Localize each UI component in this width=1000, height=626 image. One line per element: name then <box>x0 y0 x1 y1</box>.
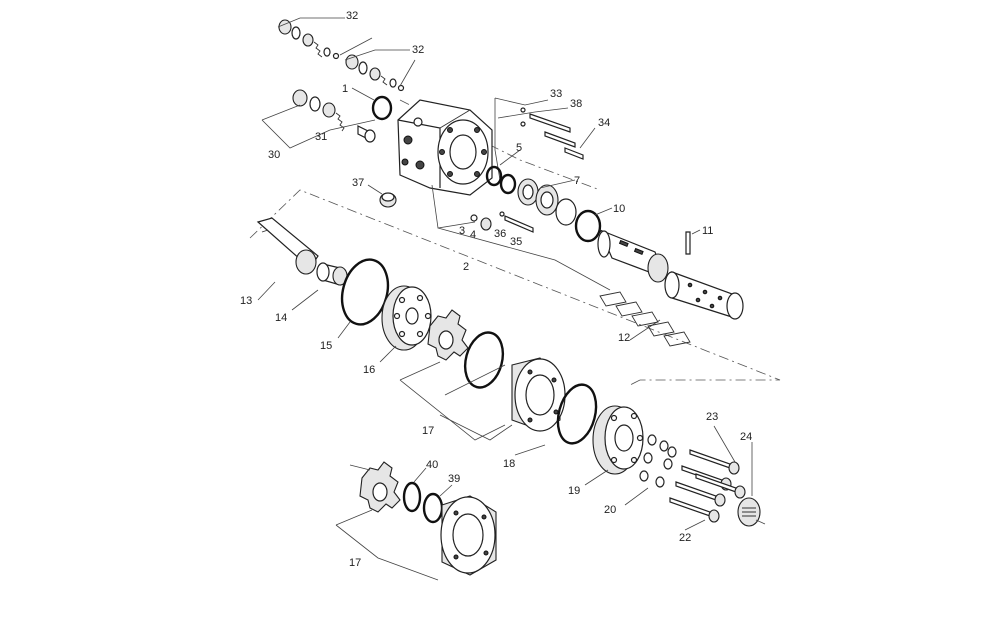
callout-17-upper: 17 <box>422 425 434 437</box>
o-ring-40 <box>402 467 427 513</box>
callout-36: 36 <box>494 228 506 240</box>
callout-20: 20 <box>604 504 616 516</box>
pin-11 <box>685 229 701 255</box>
spool-sleeve <box>597 228 669 283</box>
callout-24: 24 <box>740 431 752 443</box>
small-parts-3-4-35-36 <box>431 184 611 291</box>
callout-7: 7 <box>574 175 580 187</box>
callout-11: 11 <box>702 225 713 237</box>
main-housing <box>397 99 493 196</box>
ring-10 <box>574 207 613 243</box>
callout-18: 18 <box>503 458 515 470</box>
o-ring-upper <box>463 331 505 389</box>
callout-35: 35 <box>510 236 522 248</box>
callout-40: 40 <box>426 459 438 471</box>
valve-parts-30-31 <box>261 89 376 149</box>
callout-39: 39 <box>448 473 460 485</box>
o-ring-lower <box>556 383 598 445</box>
callout-4: 4 <box>470 229 476 241</box>
callout-22: 22 <box>679 532 691 544</box>
gear-rotor-upper <box>399 309 469 381</box>
callout-16: 16 <box>363 364 375 376</box>
plate-16 <box>379 285 432 363</box>
stator-lower <box>335 464 497 581</box>
centering-springs <box>599 291 691 347</box>
callout-19: 19 <box>568 485 580 497</box>
valve-parts-32-lower <box>344 49 416 92</box>
callout-38: 38 <box>570 98 582 110</box>
callout-10: 10 <box>613 203 625 215</box>
group-brackets <box>399 364 513 441</box>
plug-37 <box>367 184 397 208</box>
callout-13: 13 <box>240 295 252 307</box>
gear-rotor-lower <box>359 461 401 513</box>
callout-31: 31 <box>315 131 327 143</box>
drive-shaft-13 <box>256 217 319 301</box>
name-plate-24 <box>737 442 766 527</box>
sleeve-12 <box>629 271 744 341</box>
callout-2: 2 <box>463 261 469 273</box>
callout-1: 1 <box>342 83 348 95</box>
o-ring-15 <box>337 258 390 339</box>
callout-32-top: 32 <box>346 10 358 22</box>
callout-32-second: 32 <box>412 44 424 56</box>
ring-set-5-7 <box>485 149 577 226</box>
callout-17-lower: 17 <box>349 557 361 569</box>
spacer-14 <box>291 262 348 311</box>
washers-20 <box>624 434 677 506</box>
callout-30: 30 <box>268 149 280 161</box>
callout-3: 3 <box>459 225 465 237</box>
callout-23: 23 <box>706 411 718 423</box>
callout-34: 34 <box>598 117 610 129</box>
callout-37: 37 <box>352 177 364 189</box>
stator-18 <box>511 357 566 456</box>
end-cap-19 <box>584 405 644 486</box>
callout-12: 12 <box>618 332 630 344</box>
callout-15: 15 <box>320 340 332 352</box>
valve-parts-32-upper <box>277 17 373 60</box>
callout-5: 5 <box>516 142 522 154</box>
callout-33: 33 <box>550 88 562 100</box>
callout-14: 14 <box>275 312 287 324</box>
pins-33-38-34 <box>494 97 596 181</box>
bolts-22-23 <box>669 425 746 531</box>
callout-labels: 32 32 1 31 30 33 38 34 5 37 7 10 3 4 36 … <box>240 10 752 569</box>
seal-ring-1 <box>351 87 393 121</box>
